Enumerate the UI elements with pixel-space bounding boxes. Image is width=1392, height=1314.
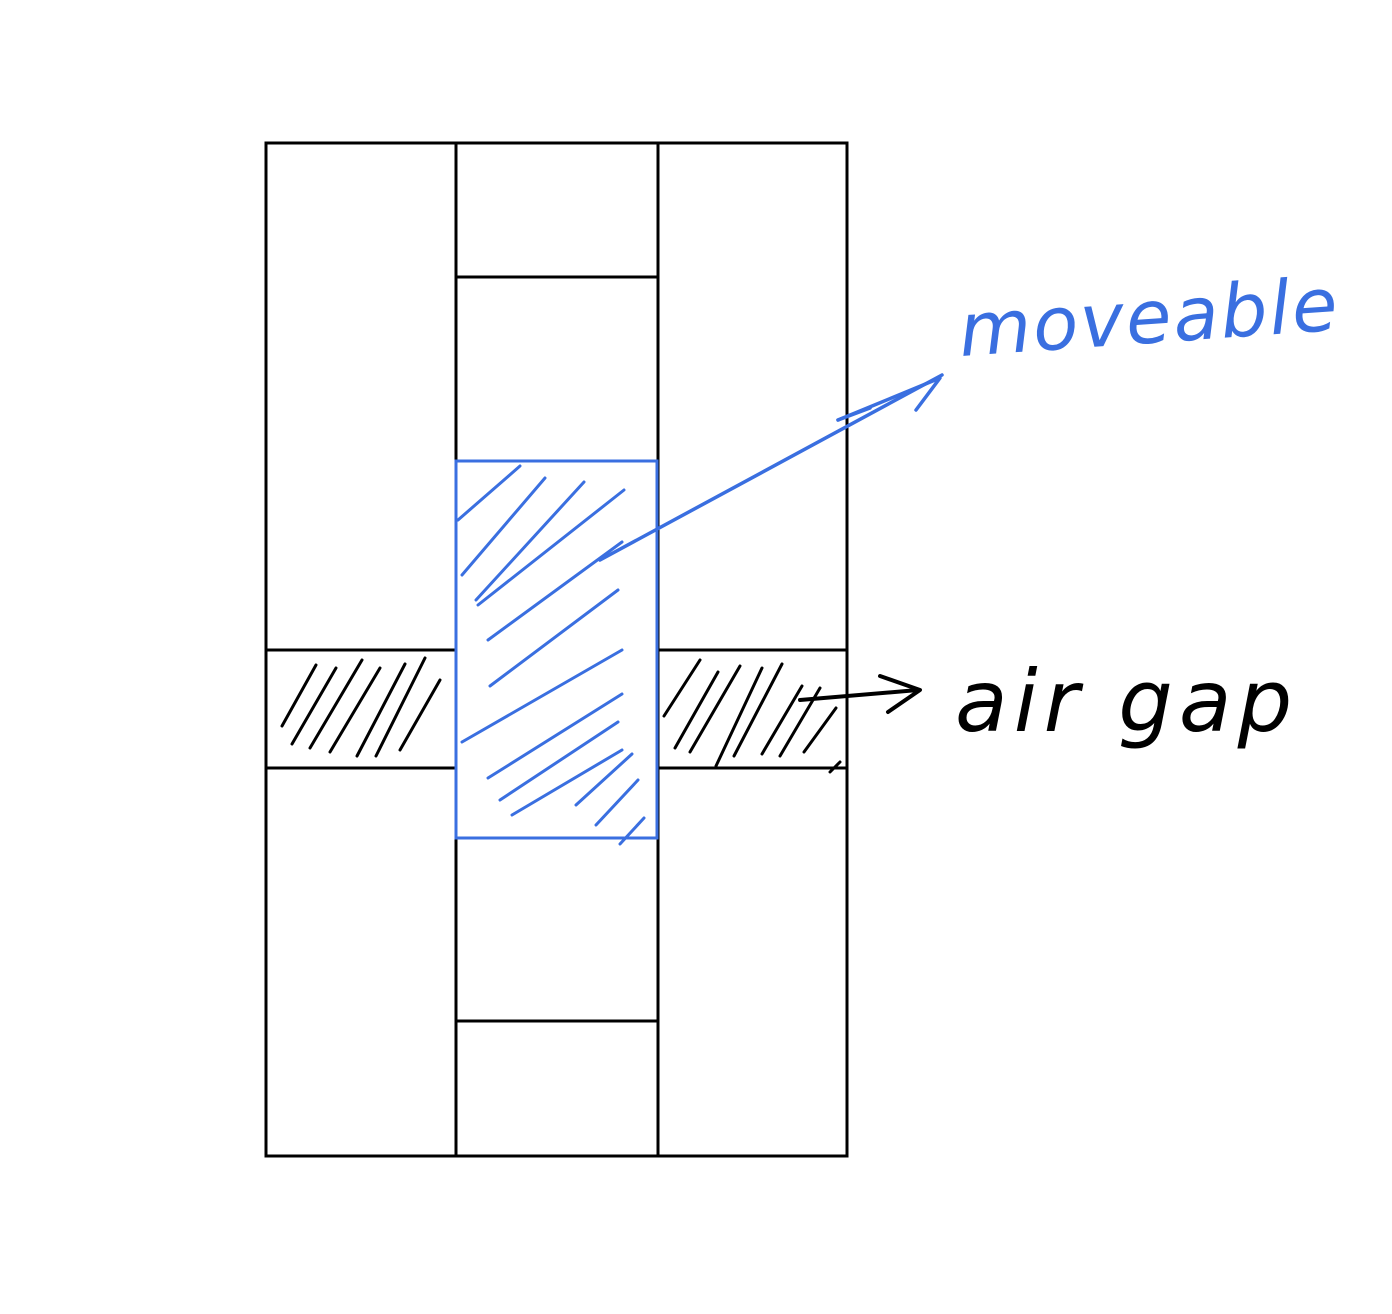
moveable-part — [454, 459, 659, 846]
air-gap-left-hatch — [280, 656, 442, 758]
moveable-arrow — [598, 373, 944, 562]
moveable-hatch — [456, 464, 646, 846]
moveable-block — [454, 459, 659, 840]
air-gap-arrow — [798, 674, 922, 714]
core-frame — [264, 141, 849, 1158]
air-gap-right-hatch — [662, 658, 842, 774]
air-gap-label: air gap — [955, 652, 1299, 752]
